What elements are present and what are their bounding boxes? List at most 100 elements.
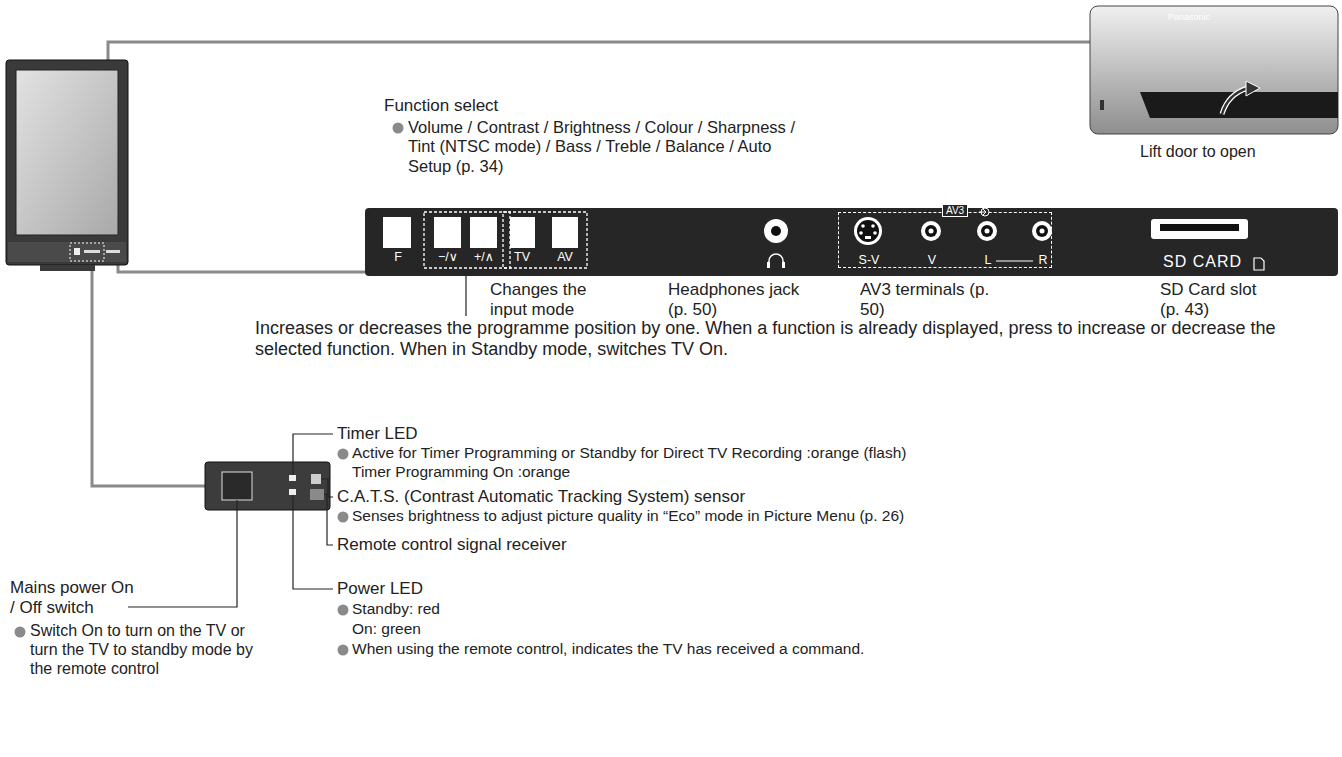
- lift-arrow: [1222, 88, 1248, 114]
- rca-jack: [981, 225, 993, 237]
- rca-jack: [925, 225, 937, 237]
- tv-body: [6, 60, 128, 265]
- remote-receiver: [310, 489, 324, 500]
- input-icon: [981, 208, 989, 216]
- bullet: [15, 627, 26, 638]
- button-label: F: [378, 250, 418, 265]
- callout-label: Function select: [384, 96, 684, 116]
- rca-jack: [1040, 229, 1045, 234]
- led-mark: [1100, 100, 1104, 110]
- button: [510, 217, 535, 248]
- s-video-jack: [854, 217, 882, 245]
- button-label: AV: [545, 250, 585, 265]
- bullet: [338, 512, 349, 523]
- callout-note: Senses brightness to adjust picture qual…: [352, 507, 1252, 525]
- bullet: [393, 123, 404, 134]
- sensor-panel: [205, 462, 330, 510]
- terminal-label: S-V: [849, 253, 889, 268]
- timer-led: [289, 475, 296, 481]
- av3-terminal-group: AV3S-VVLR: [838, 212, 1052, 268]
- button: [552, 217, 578, 248]
- callout-label: AV3 terminals (p. 50): [860, 280, 990, 320]
- button: [434, 217, 461, 248]
- headphone-jack: [771, 226, 781, 236]
- callout-label: C.A.T.S. (Contrast Automatic Tracking Sy…: [337, 487, 1237, 507]
- callout-note: When using the remote control, indicates…: [352, 640, 1252, 658]
- jack-pin: [871, 224, 875, 228]
- jack-pin: [865, 236, 871, 239]
- power-switch: [222, 472, 252, 500]
- lift-arrow: [1222, 88, 1248, 114]
- link-line: [92, 262, 205, 486]
- leader-line: [293, 495, 333, 589]
- button: [470, 217, 497, 248]
- callout-label: Headphones jack (p. 50): [668, 280, 818, 320]
- brand-label: Panasonic: [1168, 12, 1210, 23]
- bullet: [338, 449, 349, 460]
- callout-note: Volume / Contrast / Brightness / Colour …: [408, 118, 808, 176]
- front-panel: F−/∨+/∧TVAVSD CARDAV3S-VVLR: [365, 208, 1338, 276]
- input-icon: [979, 209, 986, 215]
- link-line: [118, 262, 365, 272]
- leader-line: [293, 434, 333, 475]
- tv-buttons: [106, 250, 120, 253]
- callout-label: Power LED: [337, 579, 937, 599]
- terminal-label: L: [968, 253, 1008, 268]
- s-video-jack: [857, 220, 879, 242]
- callout-label: Mains power On / Off switch: [10, 578, 134, 618]
- rca-jack: [985, 229, 990, 234]
- dashed-group: [424, 212, 510, 268]
- headphone-icon: [782, 262, 785, 268]
- rca-jack: [929, 229, 934, 234]
- inset-photo: [1090, 6, 1338, 134]
- callout-label: Changes the input mode: [490, 280, 610, 320]
- sd-slot: [1151, 219, 1248, 239]
- leader-line: [324, 494, 333, 545]
- terminal-label: V: [912, 253, 952, 268]
- button-label: +/∧: [464, 250, 504, 265]
- callout-label: Timer LED: [337, 424, 937, 444]
- audio-pair-line: [996, 260, 1033, 261]
- slot-label: SD CARD: [1163, 253, 1242, 272]
- sd-slot-opening: [1160, 224, 1239, 231]
- callout-note: Active for Timer Programming or Standby …: [352, 444, 1252, 462]
- callout-note: Standby: red: [352, 600, 952, 618]
- button-label: TV: [502, 250, 542, 265]
- bullet: [338, 645, 349, 656]
- rca-jack: [1032, 221, 1052, 241]
- callout-note: Switch On to turn on the TV or turn the …: [30, 622, 262, 679]
- rca-jack: [1036, 225, 1048, 237]
- headphone-icon: [767, 262, 770, 268]
- headphone-icon: [769, 254, 783, 266]
- power-led: [289, 489, 296, 495]
- group-label: AV3: [942, 204, 968, 217]
- button-label: −/∨: [428, 250, 468, 265]
- leader-line: [128, 500, 237, 607]
- tv-switch: [74, 248, 80, 255]
- callout-note: Timer Programming On :orange: [352, 463, 1252, 481]
- cats-sensor: [311, 474, 321, 484]
- highlight-box: [70, 243, 104, 261]
- terminal-label: R: [1023, 253, 1063, 268]
- callout-note: On: green: [352, 620, 952, 638]
- sd-card-icon: [1254, 258, 1264, 270]
- callout-label: SD Card slot (p. 43): [1160, 280, 1275, 320]
- jack-pin: [859, 231, 863, 235]
- dashed-group: [503, 212, 587, 268]
- tv-buttons: [84, 250, 100, 253]
- callout-note: Increases or decreases the programme pos…: [255, 318, 1340, 360]
- callout-label: Lift door to open: [1140, 143, 1340, 162]
- callout-label: Remote control signal receiver: [337, 535, 937, 555]
- tv-screen: [16, 70, 118, 235]
- tv-stand: [40, 265, 95, 271]
- bullet: [338, 605, 349, 616]
- tv-control-strip: [8, 242, 126, 262]
- arrow-head: [1246, 81, 1260, 96]
- button: [383, 217, 411, 248]
- rca-jack: [921, 221, 941, 241]
- jack-pin: [873, 231, 877, 235]
- headphone-jack: [764, 219, 788, 243]
- front-door: [1140, 92, 1338, 118]
